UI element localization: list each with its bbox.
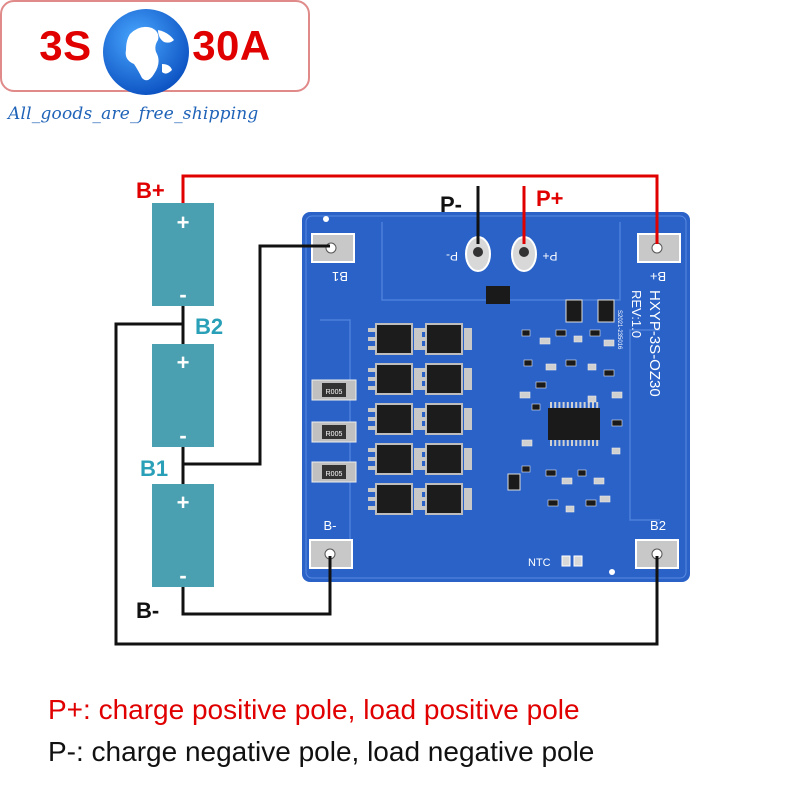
svg-text:R005: R005 [326, 431, 343, 438]
small-transistor [486, 286, 510, 304]
cell-3-minus: - [179, 282, 186, 307]
mosfet-array [368, 323, 472, 515]
mosfet [418, 323, 472, 355]
svg-text:R005: R005 [326, 389, 343, 396]
shunt-resistor-3: R005 [311, 461, 357, 483]
silk-model: HXYP-3S-OZ30 [646, 290, 663, 397]
cell-2-plus: + [177, 350, 190, 375]
silk-b2: B2 [650, 518, 666, 533]
globe-logo-icon [103, 9, 189, 95]
wire-b1 [183, 244, 330, 466]
control-ic [548, 402, 600, 446]
mosfet [418, 403, 472, 435]
label-b-plus: B+ [136, 178, 165, 203]
mosfet [418, 363, 472, 395]
mosfet [418, 443, 472, 475]
silk-b-minus: B- [324, 518, 337, 533]
battery-cell-1: + - [152, 484, 214, 588]
label-p-plus: P+ [536, 186, 564, 211]
silk-b1: B1 [332, 269, 348, 284]
cell-1-minus: - [179, 563, 186, 588]
silk-p-minus: P- [446, 249, 458, 263]
silk-rev: REV:1.0 [629, 290, 644, 338]
svg-text:R005: R005 [326, 471, 343, 478]
cell-2-minus: - [179, 423, 186, 448]
bms-board: B1 B+ B- B2 P- P+ HXYP-3S-OZ30 REV:1.0 S… [302, 212, 690, 582]
caption-p-minus: P-: charge negative pole, load negative … [48, 736, 595, 767]
label-b2: B2 [195, 314, 223, 339]
pad-b1 [311, 233, 355, 263]
wire-b-minus [181, 556, 332, 616]
pad-b-plus [637, 233, 681, 263]
battery-cell-2: + - [152, 344, 214, 448]
logo-text: All_goods_are_free_shipping [8, 104, 259, 124]
label-p-minus: P- [440, 192, 462, 217]
wire-b2 [114, 322, 659, 646]
mosfet [418, 483, 472, 515]
mosfet [368, 323, 422, 355]
label-b-minus: B- [136, 598, 159, 623]
shunt-resistor-2: R005 [311, 421, 357, 443]
silk-serial: S2021-235016 [616, 310, 622, 350]
label-b1: B1 [140, 456, 168, 481]
cell-3-plus: + [177, 210, 190, 235]
caption-p-plus: P+: charge positive pole, load positive … [48, 694, 580, 725]
shunt-resistor-1: R005 [311, 379, 357, 401]
pcb-body [302, 212, 690, 582]
wire-b-plus [181, 174, 659, 244]
silk-ntc: NTC [528, 557, 551, 569]
silk-b-plus: B+ [650, 269, 666, 284]
cell-1-plus: + [177, 490, 190, 515]
battery-cell-3: + - [152, 203, 214, 307]
silk-p-plus: P+ [542, 249, 557, 263]
